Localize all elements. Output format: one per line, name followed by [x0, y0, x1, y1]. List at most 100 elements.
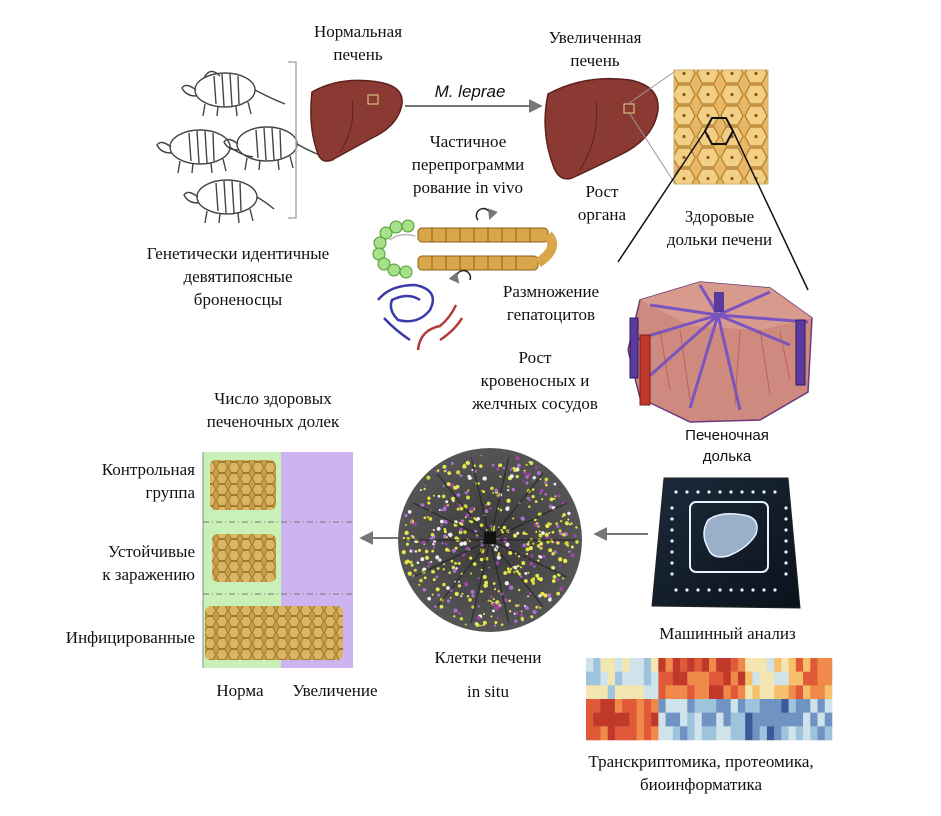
heatmap-cell: [629, 712, 637, 727]
cell-dot: [521, 561, 526, 566]
heatmap-cell: [629, 671, 637, 686]
heatmap-cell: [759, 699, 768, 713]
cell-dot: [456, 493, 461, 497]
cell-vein: [489, 456, 510, 541]
cell-dot: [497, 590, 500, 593]
cell-dot: [442, 484, 445, 488]
heatmap-cell: [665, 699, 674, 713]
cell-dot: [515, 475, 519, 479]
cell-dot: [453, 615, 456, 618]
cell-dot: [470, 572, 473, 575]
cell-dot: [458, 503, 462, 507]
cell-dot: [416, 561, 420, 565]
heatmap-cell: [629, 699, 637, 713]
heatmap-cell: [759, 671, 768, 686]
heatmap-cell: [636, 658, 645, 672]
heatmap-cell: [607, 726, 616, 741]
cell-dot: [432, 546, 435, 549]
heatmap-cell: [701, 685, 710, 700]
cell-dot: [483, 583, 488, 588]
heatmap-cell: [672, 685, 681, 700]
cell-dot: [496, 494, 499, 497]
heatmap-cell: [795, 699, 804, 713]
cell-vein: [470, 456, 491, 541]
heatmap-cell: [803, 685, 811, 700]
cell-dot: [427, 496, 431, 500]
cell-dot: [490, 615, 493, 618]
cell-dot: [556, 591, 561, 596]
heatmap-cell: [716, 712, 724, 727]
cell-dot: [525, 552, 528, 555]
cell-dot: [515, 611, 519, 615]
chip-pin: [670, 561, 674, 565]
cell-dot: [551, 579, 556, 583]
heatmap-cell: [607, 712, 616, 727]
chip-pin: [670, 517, 674, 521]
cell-vein: [489, 502, 567, 541]
heatmap-cell: [614, 685, 623, 700]
cell-dot: [411, 535, 415, 539]
cell-dot: [552, 566, 555, 570]
heatmap-cell: [694, 685, 703, 700]
heatmap-cell: [752, 671, 760, 686]
cell-dot: [441, 542, 444, 545]
heatmap-cell: [817, 699, 826, 713]
heatmap-cell: [781, 712, 789, 727]
heatmap-cell: [607, 671, 616, 686]
cell-dot: [556, 541, 560, 545]
cell-vein: [413, 502, 491, 541]
heatmap-cell: [709, 685, 717, 700]
cell-dot: [446, 504, 450, 507]
cell-dot: [459, 474, 463, 478]
cell-dot: [441, 494, 446, 499]
cell-dot: [527, 571, 530, 574]
heatmap-cell: [600, 685, 609, 700]
cell-dot: [446, 599, 451, 603]
heatmap-cell: [701, 712, 710, 727]
cell-dot: [559, 531, 563, 536]
cell-dot: [531, 581, 536, 585]
cell-dot: [544, 477, 549, 482]
armadillo-group: [156, 70, 335, 224]
heatmap-cell: [810, 685, 818, 700]
cell-dot: [504, 581, 509, 586]
cell-dot: [471, 605, 475, 609]
heatmap-cell: [752, 699, 760, 713]
heatmap-cell: [680, 699, 688, 713]
cell-dot: [509, 468, 512, 471]
heatmap-cell: [766, 685, 775, 700]
chip-pin: [718, 588, 722, 592]
cell-dot: [491, 463, 495, 467]
cell-dot: [435, 575, 439, 579]
heatmap-cell: [629, 726, 637, 741]
cell-dot: [531, 488, 535, 491]
cell-dot: [435, 587, 440, 592]
cell-dot: [535, 605, 539, 609]
cell-dot: [427, 561, 430, 564]
heatmap-cell: [672, 658, 681, 672]
cell-dot: [485, 503, 488, 507]
heatmap-cell: [636, 671, 645, 686]
heatmap-cell: [687, 685, 695, 700]
heatmap-cell: [701, 726, 710, 741]
reprogramming-label: Частичное перепрограмми рование in vivo: [411, 132, 525, 197]
cell-dot: [505, 542, 510, 547]
heatmap-cell: [766, 699, 775, 713]
cell-dot: [559, 586, 564, 591]
heatmap-cell: [723, 712, 732, 727]
chip-pin: [784, 539, 788, 543]
cell-dot: [442, 582, 446, 587]
heatmap-cell: [817, 658, 826, 672]
cell-dot: [404, 513, 408, 518]
cell-dot: [568, 550, 571, 553]
cell-dot: [458, 612, 462, 615]
chip-pin: [685, 490, 689, 494]
heatmap-cell: [737, 726, 746, 741]
heatmap-cell: [687, 658, 695, 672]
chip-pin: [670, 539, 674, 543]
heatmap-cell: [694, 699, 703, 713]
cell-dot: [525, 547, 530, 552]
chip-pin: [740, 588, 744, 592]
heatmap-cell: [737, 699, 746, 713]
heatmap-cell: [694, 671, 703, 686]
